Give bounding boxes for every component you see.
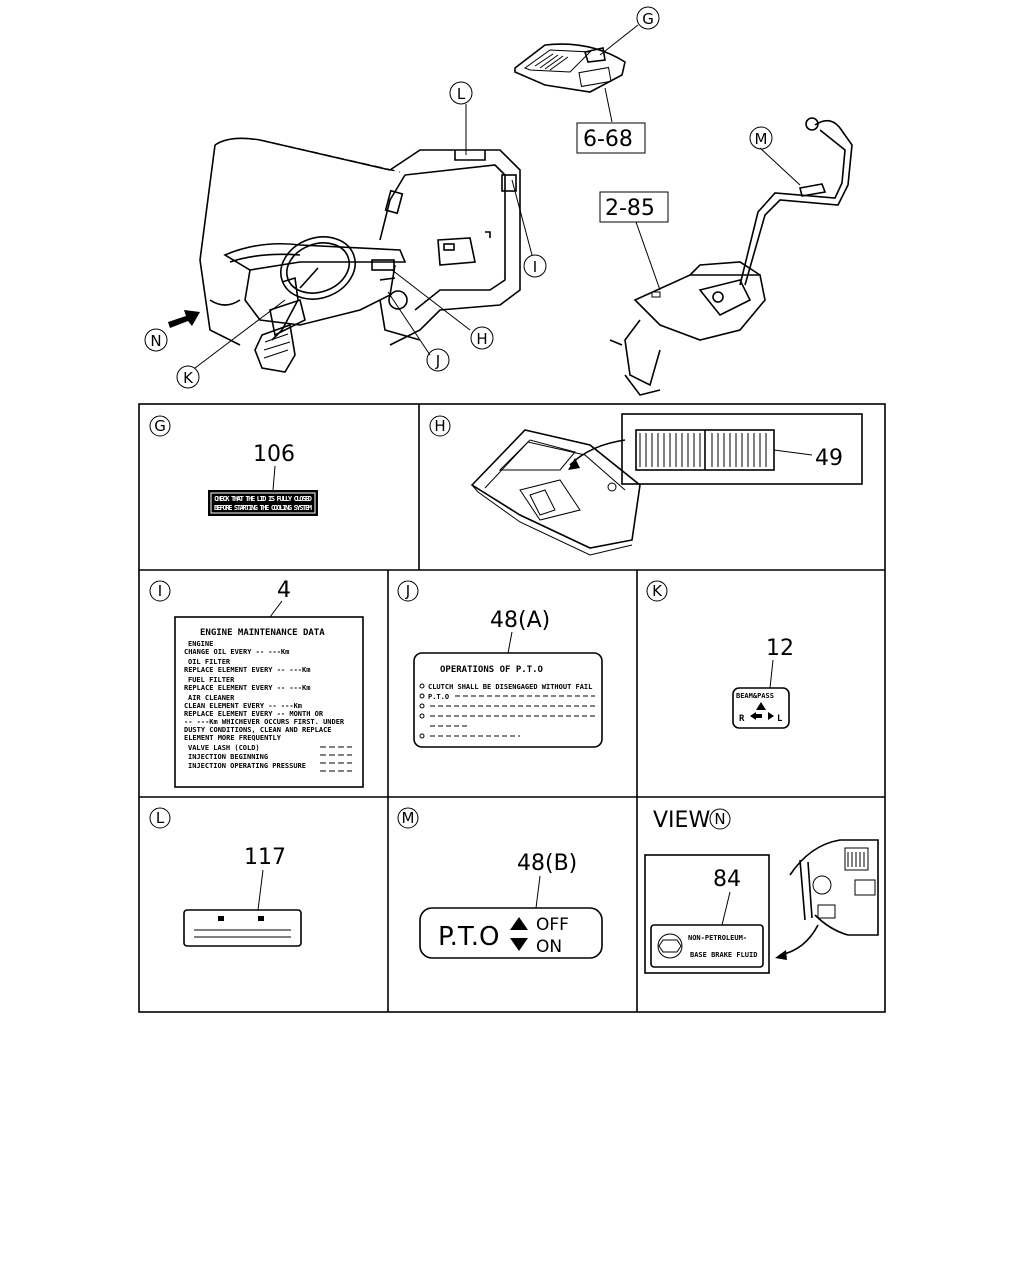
callout-m-top: M [749, 126, 773, 150]
callout-l-top: L [449, 81, 473, 105]
svg-text:BEFORE STARTING THE COOLING SY: BEFORE STARTING THE COOLING SYSTEM [214, 504, 312, 512]
svg-text:I: I [158, 582, 162, 600]
part-number-12: 12 [766, 636, 794, 661]
svg-text:OPERATIONS OF P.T.O: OPERATIONS OF P.T.O [440, 665, 544, 675]
part-number-4: 4 [277, 578, 291, 603]
beam-pass-decal [732, 687, 790, 729]
view-label: VIEW [653, 808, 710, 833]
svg-text:J: J [405, 582, 410, 600]
svg-text:ELEMENT MORE FREQUENTLY: ELEMENT MORE FREQUENTLY [184, 734, 282, 742]
panel-l: L 117 [149, 807, 302, 947]
cab-interior-illustration [168, 104, 533, 373]
label-117-decal [183, 909, 302, 947]
panel-k: K 12 BEAM&PASS R L [646, 580, 794, 729]
svg-text:REPLACE ELEMENT EVERY -- ---Km: REPLACE ELEMENT EVERY -- ---Km [184, 684, 310, 692]
panel-m: M 48(B) P.T.O OFF ON [397, 807, 603, 959]
reference-box-2-85: 2-85 [599, 191, 669, 223]
svg-text:L: L [156, 809, 165, 827]
part-number-48a: 48(A) [490, 608, 550, 633]
part-number-106: 106 [253, 442, 295, 467]
svg-text:CHANGE OIL EVERY -- ---Km: CHANGE OIL EVERY -- ---Km [184, 648, 289, 656]
callout-i-top: I [523, 254, 547, 278]
svg-text:ENGINE MAINTENANCE DATA: ENGINE MAINTENANCE DATA [200, 628, 325, 638]
pto-control-illustration [609, 117, 853, 396]
svg-text:FUEL FILTER: FUEL FILTER [188, 676, 235, 684]
svg-text:DUSTY CONDITIONS, CLEAN AND RE: DUSTY CONDITIONS, CLEAN AND REPLACE [184, 726, 332, 734]
label-grid [138, 403, 886, 1013]
svg-text:AIR CLEANER: AIR CLEANER [188, 694, 235, 702]
svg-text:M: M [402, 809, 415, 827]
svg-text:G: G [642, 10, 654, 28]
overhead-console-illustration [514, 24, 639, 123]
svg-text:-- ---Km WHICHEVER OCCURS FIRS: -- ---Km WHICHEVER OCCURS FIRST. UNDER [184, 718, 345, 726]
svg-text:H: H [434, 417, 445, 435]
svg-text:2-85: 2-85 [605, 196, 655, 221]
svg-text:INJECTION BEGINNING: INJECTION BEGINNING [188, 753, 268, 761]
svg-text:ON: ON [536, 937, 562, 957]
svg-text:L: L [777, 714, 783, 724]
panel-i: I 4 ENGINE MAINTENANCE DATA ENGINE CHANG… [149, 578, 364, 788]
svg-text:G: G [154, 417, 166, 435]
svg-text:R: R [739, 714, 745, 724]
svg-text:CLEAN ELEMENT EVERY -- ---Km: CLEAN ELEMENT EVERY -- ---Km [184, 702, 302, 710]
panel-j: J 48(A) OPERATIONS OF P.T.O CLUTCH SHALL… [397, 580, 603, 748]
svg-text:BEAM&PASS: BEAM&PASS [736, 692, 774, 700]
pto-switch-decal [419, 907, 603, 959]
svg-text:H: H [476, 330, 487, 348]
panel-n: VIEW N 84 NON-PETROLEUM- BASE BRAKE FLUI… [644, 808, 879, 974]
svg-text:BASE BRAKE FLUID: BASE BRAKE FLUID [690, 951, 757, 959]
svg-text:ENGINE: ENGINE [188, 640, 213, 648]
callout-h-top: H [470, 326, 494, 350]
svg-text:6-68: 6-68 [583, 127, 633, 152]
svg-text:INJECTION OPERATING PRESSURE: INJECTION OPERATING PRESSURE [188, 762, 306, 770]
vent-louvres [639, 430, 767, 470]
svg-text:M: M [755, 130, 768, 148]
view-n-detail-frame [644, 854, 770, 974]
svg-text:CLUTCH SHALL BE DISENGAGED WIT: CLUTCH SHALL BE DISENGAGED WITHOUT FAIL [428, 683, 592, 691]
panel-h: H 49 [429, 413, 863, 556]
part-number-84: 84 [713, 867, 741, 892]
part-number-117: 117 [244, 845, 286, 870]
callout-k-top: K [176, 365, 200, 389]
svg-text:N: N [150, 332, 161, 350]
svg-text:N: N [714, 810, 725, 828]
reference-box-6-68: 6-68 [576, 122, 646, 154]
svg-text:REPLACE ELEMENT EVERY -- ---Km: REPLACE ELEMENT EVERY -- ---Km [184, 666, 310, 674]
panel-g: G 106 CHECK THAT THE LID IS FULLY CLOSED… [149, 415, 318, 516]
svg-text:VALVE LASH (COLD): VALVE LASH (COLD) [188, 744, 260, 752]
svg-text:CHECK THAT THE LID IS FULLY CL: CHECK THAT THE LID IS FULLY CLOSED [214, 495, 312, 503]
svg-text:K: K [652, 582, 663, 600]
lid-warning-decal [208, 490, 318, 516]
callout-j-top: J [426, 348, 450, 372]
svg-text:L: L [457, 85, 466, 103]
callout-n-top: N [144, 328, 168, 352]
svg-text:P.T.O: P.T.O [428, 693, 449, 701]
part-number-49: 49 [815, 446, 843, 471]
part-number-48b: 48(B) [517, 851, 577, 876]
svg-text:OFF: OFF [536, 915, 569, 935]
svg-text:REPLACE ELEMENT EVERY -- MONTH: REPLACE ELEMENT EVERY -- MONTH OR [184, 710, 324, 718]
svg-text:K: K [183, 369, 194, 387]
svg-text:NON-PETROLEUM-: NON-PETROLEUM- [688, 934, 747, 942]
svg-text:J: J [435, 352, 440, 370]
svg-text:OIL FILTER: OIL FILTER [188, 658, 231, 666]
callout-g-top: G [636, 6, 660, 30]
pto-operations-decal [413, 652, 603, 748]
engine-maintenance-decal [174, 616, 364, 788]
svg-text:I: I [533, 258, 537, 276]
brake-fluid-decal [650, 924, 764, 968]
svg-text:P.T.O: P.T.O [438, 922, 499, 952]
